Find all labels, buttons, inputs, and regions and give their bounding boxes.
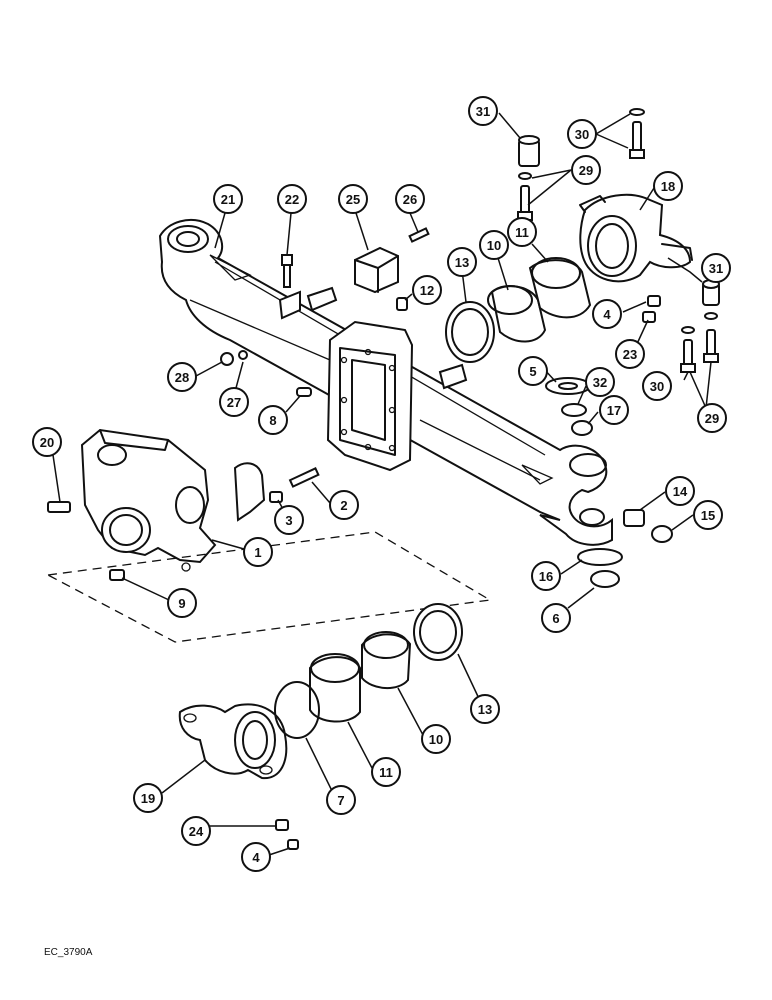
svg-text:10: 10 xyxy=(487,238,501,253)
upper-bushings xyxy=(445,257,592,363)
svg-text:30: 30 xyxy=(575,127,589,142)
callout-30: 30 xyxy=(642,371,672,401)
svg-text:8: 8 xyxy=(269,413,276,428)
svg-text:15: 15 xyxy=(701,508,715,523)
callout-6: 6 xyxy=(541,603,571,633)
callout-31: 31 xyxy=(468,96,498,126)
svg-text:29: 29 xyxy=(705,411,719,426)
svg-text:11: 11 xyxy=(379,765,393,780)
hardware xyxy=(47,108,720,850)
callout-21: 21 xyxy=(213,184,243,214)
svg-text:25: 25 xyxy=(346,192,360,207)
callout-23: 23 xyxy=(615,339,645,369)
callout-9: 9 xyxy=(167,588,197,618)
callout-4: 4 xyxy=(592,299,622,329)
assembly-outline xyxy=(45,531,492,643)
callout-13: 13 xyxy=(470,694,500,724)
callout-8: 8 xyxy=(258,405,288,435)
callout-13: 13 xyxy=(447,247,477,277)
svg-text:22: 22 xyxy=(285,192,299,207)
svg-text:13: 13 xyxy=(478,702,492,717)
svg-text:30: 30 xyxy=(650,379,664,394)
svg-text:17: 17 xyxy=(607,403,621,418)
svg-text:31: 31 xyxy=(476,104,490,119)
callout-29: 29 xyxy=(697,403,727,433)
callout-24: 24 xyxy=(181,816,211,846)
svg-text:26: 26 xyxy=(403,192,417,207)
svg-text:24: 24 xyxy=(189,824,204,839)
callout-14: 14 xyxy=(665,476,695,506)
svg-text:18: 18 xyxy=(661,179,675,194)
callout-10: 10 xyxy=(479,230,509,260)
callout-11: 11 xyxy=(507,217,537,247)
pivot-bracket-upper xyxy=(579,193,693,283)
callout-27: 27 xyxy=(219,387,249,417)
svg-text:31: 31 xyxy=(709,261,723,276)
svg-text:2: 2 xyxy=(340,498,347,513)
callout-11: 11 xyxy=(371,757,401,787)
leader-lines xyxy=(52,112,712,857)
callout-22: 22 xyxy=(277,184,307,214)
svg-text:5: 5 xyxy=(529,364,536,379)
axle-housing xyxy=(158,219,613,546)
callout-19: 19 xyxy=(133,783,163,813)
svg-text:1: 1 xyxy=(254,545,261,560)
callout-4: 4 xyxy=(241,842,271,872)
callouts: 31 30 29 18 21 22 25 26 13 10 11 31 12 4… xyxy=(32,96,731,872)
callout-32: 32 xyxy=(585,367,615,397)
callout-18: 18 xyxy=(653,171,683,201)
svg-text:3: 3 xyxy=(285,513,292,528)
svg-text:21: 21 xyxy=(221,192,235,207)
svg-text:4: 4 xyxy=(252,850,260,865)
pivot-bracket-lower xyxy=(178,703,288,780)
svg-text:4: 4 xyxy=(603,307,611,322)
callout-5: 5 xyxy=(518,356,548,386)
svg-text:7: 7 xyxy=(337,793,344,808)
callout-20: 20 xyxy=(32,427,62,457)
callout-16: 16 xyxy=(531,561,561,591)
lower-bushings xyxy=(274,603,463,739)
callout-7: 7 xyxy=(326,785,356,815)
callout-28: 28 xyxy=(167,362,197,392)
callout-2: 2 xyxy=(329,490,359,520)
svg-text:28: 28 xyxy=(175,370,189,385)
svg-text:19: 19 xyxy=(141,791,155,806)
svg-text:20: 20 xyxy=(40,435,54,450)
svg-text:23: 23 xyxy=(623,347,637,362)
callout-26: 26 xyxy=(395,184,425,214)
svg-text:29: 29 xyxy=(579,163,593,178)
callout-15: 15 xyxy=(693,500,723,530)
callout-29: 29 xyxy=(571,155,601,185)
svg-text:27: 27 xyxy=(227,395,241,410)
callout-10: 10 xyxy=(421,724,451,754)
svg-text:16: 16 xyxy=(539,569,553,584)
trunnion-housing xyxy=(80,428,217,572)
callout-3: 3 xyxy=(274,505,304,535)
svg-text:14: 14 xyxy=(673,484,688,499)
callout-17: 17 xyxy=(599,395,629,425)
callout-1: 1 xyxy=(243,537,273,567)
callout-30: 30 xyxy=(567,119,597,149)
svg-text:10: 10 xyxy=(429,732,443,747)
callout-12: 12 xyxy=(412,275,442,305)
callout-31: 31 xyxy=(701,253,731,283)
svg-text:11: 11 xyxy=(515,225,529,240)
figure-code: EC_3790A xyxy=(44,947,93,958)
svg-text:6: 6 xyxy=(552,611,559,626)
svg-text:12: 12 xyxy=(420,283,434,298)
svg-text:13: 13 xyxy=(455,255,469,270)
callout-25: 25 xyxy=(338,184,368,214)
svg-text:32: 32 xyxy=(593,375,607,390)
svg-text:9: 9 xyxy=(178,596,185,611)
